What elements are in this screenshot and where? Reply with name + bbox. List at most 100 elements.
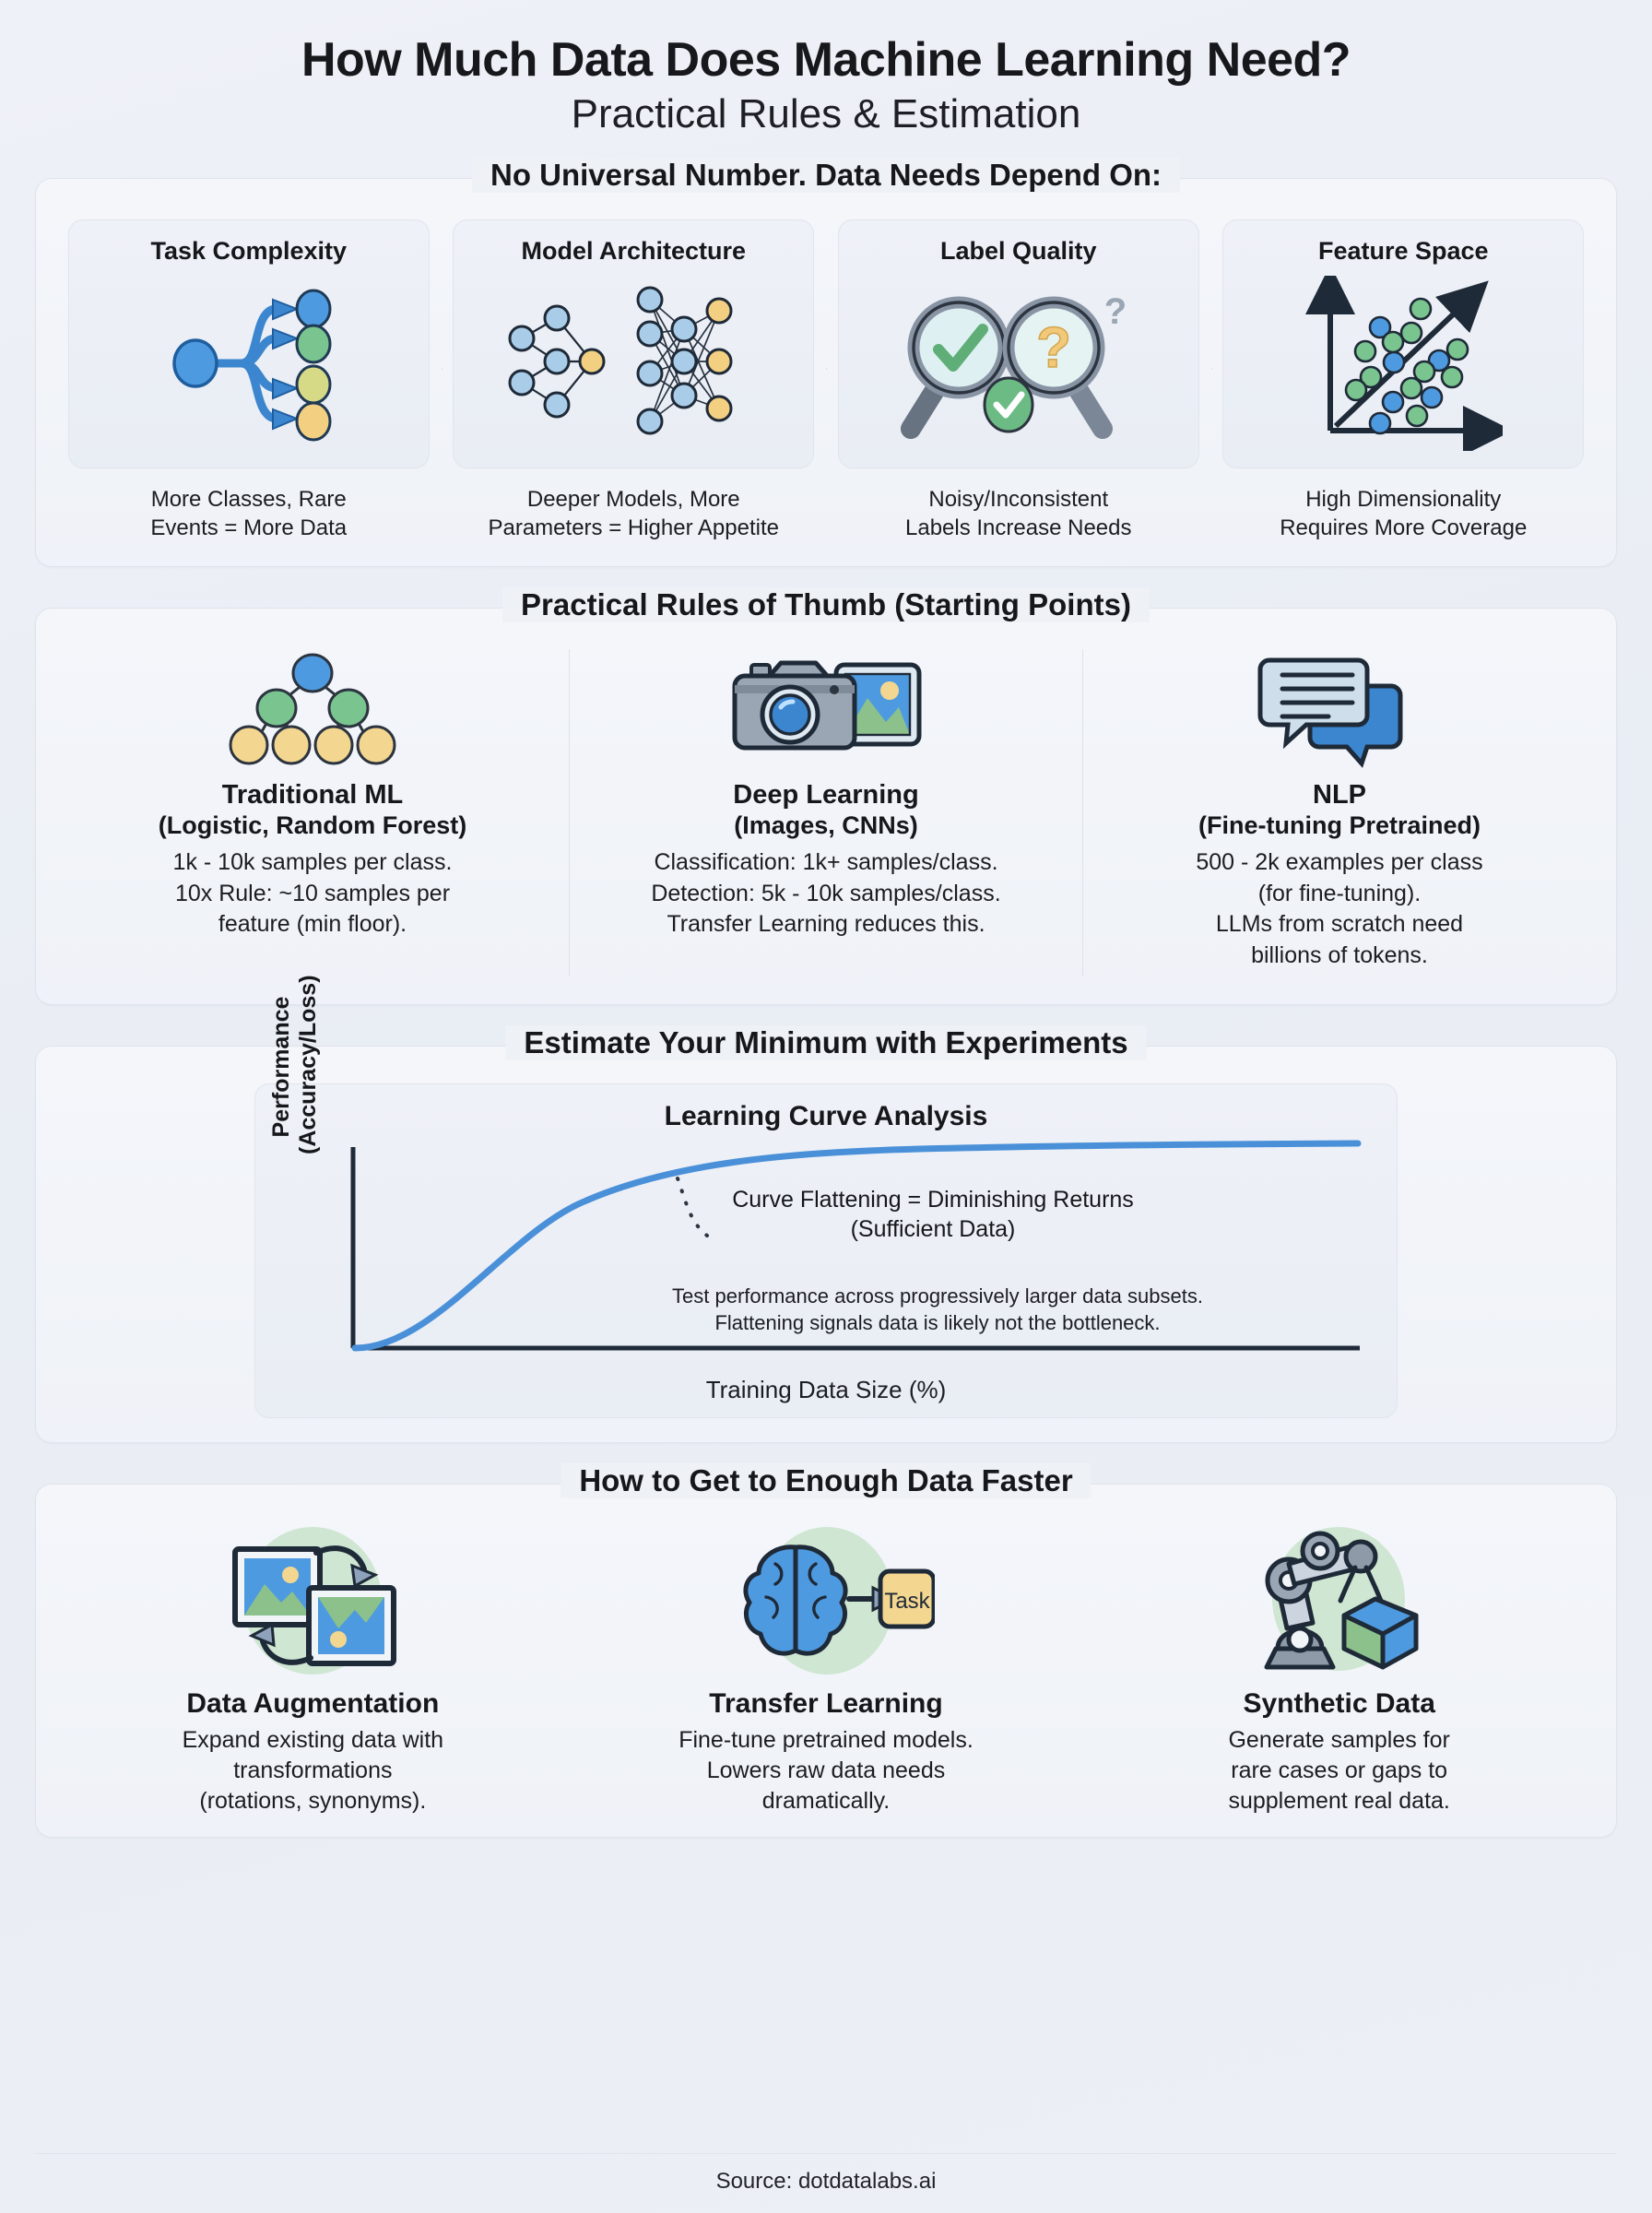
faster-desc: Expand existing data with transformation… <box>183 1725 444 1817</box>
rule-line-2: Detection: 5k - 10k samples/class. <box>651 880 1001 906</box>
rule-name: Traditional ML <box>221 780 404 810</box>
svg-text:?: ? <box>1036 316 1071 380</box>
factor-card: Model Architecture <box>453 219 815 468</box>
factor-title: Feature Space <box>1317 236 1489 265</box>
rule-lines: Classification: 1k+ samples/class. Detec… <box>651 847 1000 941</box>
chart-note-line1: Test performance across progressively la… <box>672 1284 1203 1308</box>
rule-name: Deep Learning <box>733 780 919 810</box>
factor-caption-line2: Labels Increase Needs <box>905 515 1132 540</box>
image-rotation-icon <box>209 1527 417 1679</box>
factor-label-quality: Label Quality <box>826 219 1211 542</box>
factor-task-complexity: Task Complexity <box>56 219 442 542</box>
chart-title: Learning Curve Analysis <box>664 1101 988 1132</box>
factor-title: Task Complexity <box>150 236 348 265</box>
factor-card-row: Task Complexity <box>56 219 1596 542</box>
faster-desc-line2: rare cases or gaps to <box>1231 1757 1448 1784</box>
faster-name: Data Augmentation <box>186 1688 440 1720</box>
faster-desc: Generate samples for rare cases or gaps … <box>1228 1725 1449 1817</box>
faster-desc-line1: Fine-tune pretrained models. <box>678 1727 974 1754</box>
factor-caption-line1: Deeper Models, More <box>526 486 740 512</box>
factor-caption: More Classes, Rare Events = More Data <box>150 485 347 542</box>
factor-card: Label Quality <box>837 219 1199 468</box>
faster-desc-line1: Generate samples for <box>1228 1727 1450 1754</box>
page-title: How Much Data Does Machine Learning Need… <box>301 33 1351 87</box>
page-subtitle: Practical Rules & Estimation <box>571 91 1081 137</box>
scatter-axes-icon <box>1304 273 1503 455</box>
faster-desc-line2: transformations <box>233 1757 393 1784</box>
chart-y-axis-label-line1: Performance <box>268 996 294 1138</box>
branching-classes-icon <box>157 273 341 455</box>
rule-line-1: 1k - 10k samples per class. <box>172 849 453 876</box>
brain-to-task-icon: Task <box>718 1527 935 1679</box>
svg-text:?: ? <box>1104 291 1127 332</box>
magnifier-check-question-icon: ? ? <box>894 273 1143 455</box>
section-get-data-faster: How to Get to Enough Data Faster <box>35 1463 1617 1839</box>
rule-line-3: feature (min floor). <box>218 911 407 938</box>
title-block: How Much Data Does Machine Learning Need… <box>35 0 1617 137</box>
chart-note: Test performance across progressively la… <box>550 1284 1325 1336</box>
learning-curve-chart-card: Learning Curve Analysis <box>254 976 1398 1419</box>
factor-caption-line2: Parameters = Higher Appetite <box>488 515 779 540</box>
factor-card: Feature Space <box>1222 219 1585 468</box>
rule-line-2: (for fine-tuning). <box>1257 880 1422 906</box>
factor-caption: Noisy/Inconsistent Labels Increase Needs <box>905 485 1131 542</box>
factor-title: Label Quality <box>939 236 1097 265</box>
rule-line-2: 10x Rule: ~10 samples per <box>174 880 451 906</box>
factor-caption-line2: Requires More Coverage <box>1280 515 1528 540</box>
rule-line-4: billions of tokens. <box>1251 941 1428 968</box>
rule-name: NLP <box>1313 780 1366 810</box>
faster-desc-line1: Expand existing data with <box>182 1727 444 1754</box>
faster-synthetic-data: Synthetic Data Generate samples for rare… <box>1082 1527 1596 1817</box>
decision-tree-icon <box>225 653 400 765</box>
faster-name: Synthetic Data <box>1243 1688 1435 1720</box>
factor-title: Model Architecture <box>521 236 747 265</box>
rule-nlp: NLP (Fine-tuning Pretrained) 500 - 2k ex… <box>1082 649 1596 977</box>
rule-lines: 500 - 2k examples per class (for fine-tu… <box>1196 847 1482 971</box>
rule-line-3: Transfer Learning reduces this. <box>667 911 985 938</box>
section-heading-faster: How to Get to Enough Data Faster <box>560 1463 1092 1499</box>
factor-caption-line1: More Classes, Rare <box>150 486 347 512</box>
task-badge-label: Task <box>884 1589 930 1614</box>
faster-data-augmentation: Data Augmentation Expand existing data w… <box>56 1527 570 1817</box>
faster-name: Transfer Learning <box>709 1688 943 1720</box>
section-data-needs-factors: No Universal Number. Data Needs Depend O… <box>35 157 1617 567</box>
neural-network-icon <box>500 273 767 455</box>
chart-y-axis-label: Performance (Accuracy/Loss) <box>268 976 322 1155</box>
factor-caption-line1: High Dimensionality <box>1305 486 1502 512</box>
factor-caption-line2: Events = More Data <box>150 515 348 540</box>
faster-desc-line2: Lowers raw data needs <box>706 1757 946 1784</box>
faster-transfer-learning: Task Transfer Learning Fine-tune pretrai… <box>570 1527 1083 1817</box>
factor-feature-space: Feature Space <box>1210 219 1597 542</box>
rule-line-1: Classification: 1k+ samples/class. <box>654 849 998 876</box>
rule-line-3: LLMs from scratch need <box>1215 911 1464 938</box>
section-heading-factors: No Universal Number. Data Needs Depend O… <box>471 157 1181 193</box>
faster-row: Data Augmentation Expand existing data w… <box>56 1527 1596 1817</box>
section-learning-curve: Estimate Your Minimum with Experiments L… <box>35 976 1617 1444</box>
rule-line-1: 500 - 2k examples per class <box>1196 849 1483 876</box>
rule-paren: (Fine-tuning Pretrained) <box>1198 811 1481 839</box>
chat-bubbles-icon <box>1257 655 1422 768</box>
chart-svg <box>274 1138 1378 1367</box>
factor-card: Task Complexity <box>67 219 430 468</box>
factor-caption: High Dimensionality Requires More Covera… <box>1280 485 1527 542</box>
chart-annotation: Curve Flattening = Diminishing Returns (… <box>670 1186 1196 1244</box>
chart-x-axis-label: Training Data Size (%) <box>705 1376 947 1404</box>
rules-row: Traditional ML (Logistic, Random Forest)… <box>56 649 1596 977</box>
factor-model-architecture: Model Architecture <box>441 219 827 542</box>
robot-arm-cube-icon <box>1235 1527 1443 1679</box>
rule-traditional-ml: Traditional ML (Logistic, Random Forest)… <box>56 649 569 976</box>
faster-desc-line3: (rotations, synonyms). <box>199 1788 427 1815</box>
factor-caption: Deeper Models, More Parameters = Higher … <box>488 485 779 542</box>
chart-annotation-line2: (Sufficient Data) <box>850 1215 1016 1242</box>
rule-lines: 1k - 10k samples per class. 10x Rule: ~1… <box>173 847 453 941</box>
faster-desc: Fine-tune pretrained models. Lowers raw … <box>678 1725 974 1817</box>
chart-plot-area: Performance (Accuracy/Loss) Curve Flatte… <box>268 976 1378 1367</box>
chart-annotation-line1: Curve Flattening = Diminishing Returns <box>732 1187 1134 1213</box>
rule-paren: (Logistic, Random Forest) <box>158 811 467 839</box>
section-heading-rules: Practical Rules of Thumb (Starting Point… <box>502 587 1150 622</box>
rule-deep-learning: Deep Learning (Images, CNNs) Classificat… <box>569 649 1082 977</box>
footer-source: Source: dotdatalabs.ai <box>35 2153 1617 2213</box>
section-rules-of-thumb: Practical Rules of Thumb (Starting Point… <box>35 587 1617 1006</box>
section-heading-curve: Estimate Your Minimum with Experiments <box>505 1025 1147 1061</box>
